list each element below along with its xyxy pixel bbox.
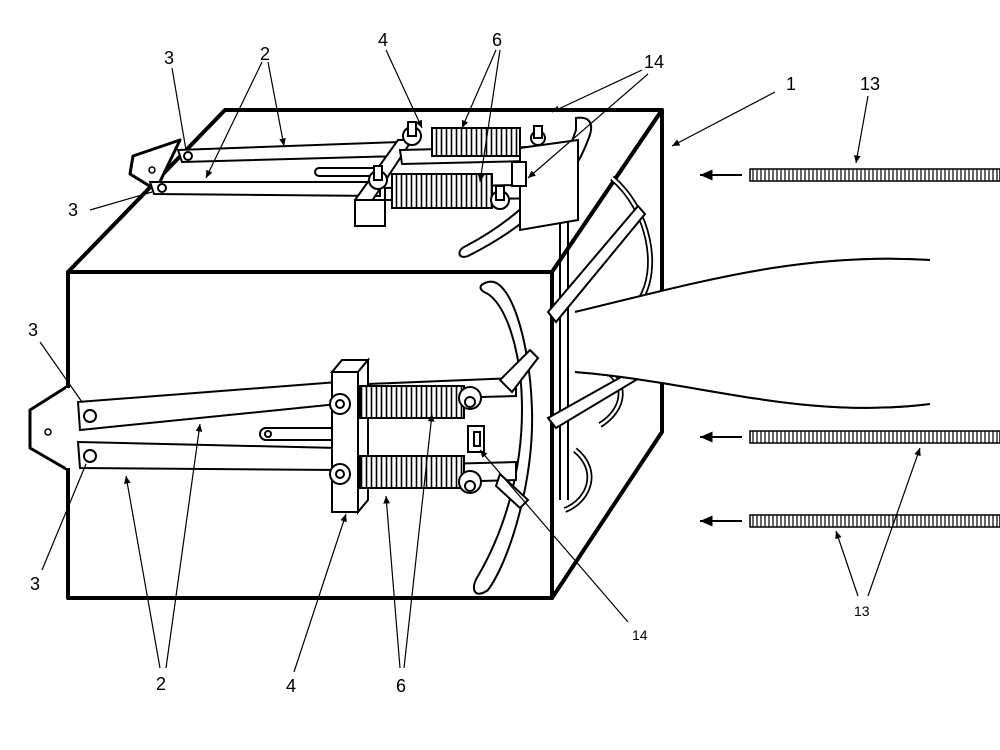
top-lever-lower <box>148 181 381 198</box>
label-4-top: 4 <box>378 30 388 50</box>
fiber-rods <box>700 168 1000 528</box>
front-arc-guide <box>472 280 534 595</box>
top-sensor <box>511 161 527 187</box>
right-face-internals <box>546 175 653 513</box>
fiber-rod-middle <box>749 430 1000 444</box>
fiber-rod-bottom <box>749 514 1000 528</box>
front-cross-bar <box>331 371 359 513</box>
label-14-front: 14 <box>632 627 648 643</box>
top-mechanism <box>148 116 593 258</box>
leader-lines <box>39 49 921 673</box>
front-tab <box>28 384 70 472</box>
top-tab <box>128 138 182 192</box>
label-13-bottom: 13 <box>854 603 870 619</box>
top-spring-lower <box>391 173 493 209</box>
label-1: 1 <box>786 74 796 94</box>
label-3-top-lower: 3 <box>68 200 78 220</box>
label-6-top: 6 <box>492 30 502 50</box>
label-2-top: 2 <box>260 44 270 64</box>
front-lever-lower <box>76 440 339 472</box>
label-13-top: 13 <box>860 74 880 94</box>
label-6-front: 6 <box>396 676 406 696</box>
label-2-front: 2 <box>156 674 166 694</box>
front-mechanism <box>76 280 540 595</box>
label-3-front-lower: 3 <box>30 574 40 594</box>
front-spring-lower <box>359 455 465 489</box>
label-4-front: 4 <box>286 676 296 696</box>
top-spring-upper <box>431 127 521 157</box>
label-14-top: 14 <box>644 52 664 72</box>
fiber-rod-top <box>749 168 1000 182</box>
label-3-top-upper: 3 <box>164 48 174 68</box>
front-spring-upper <box>359 385 465 419</box>
label-3-front-upper: 3 <box>28 320 38 340</box>
